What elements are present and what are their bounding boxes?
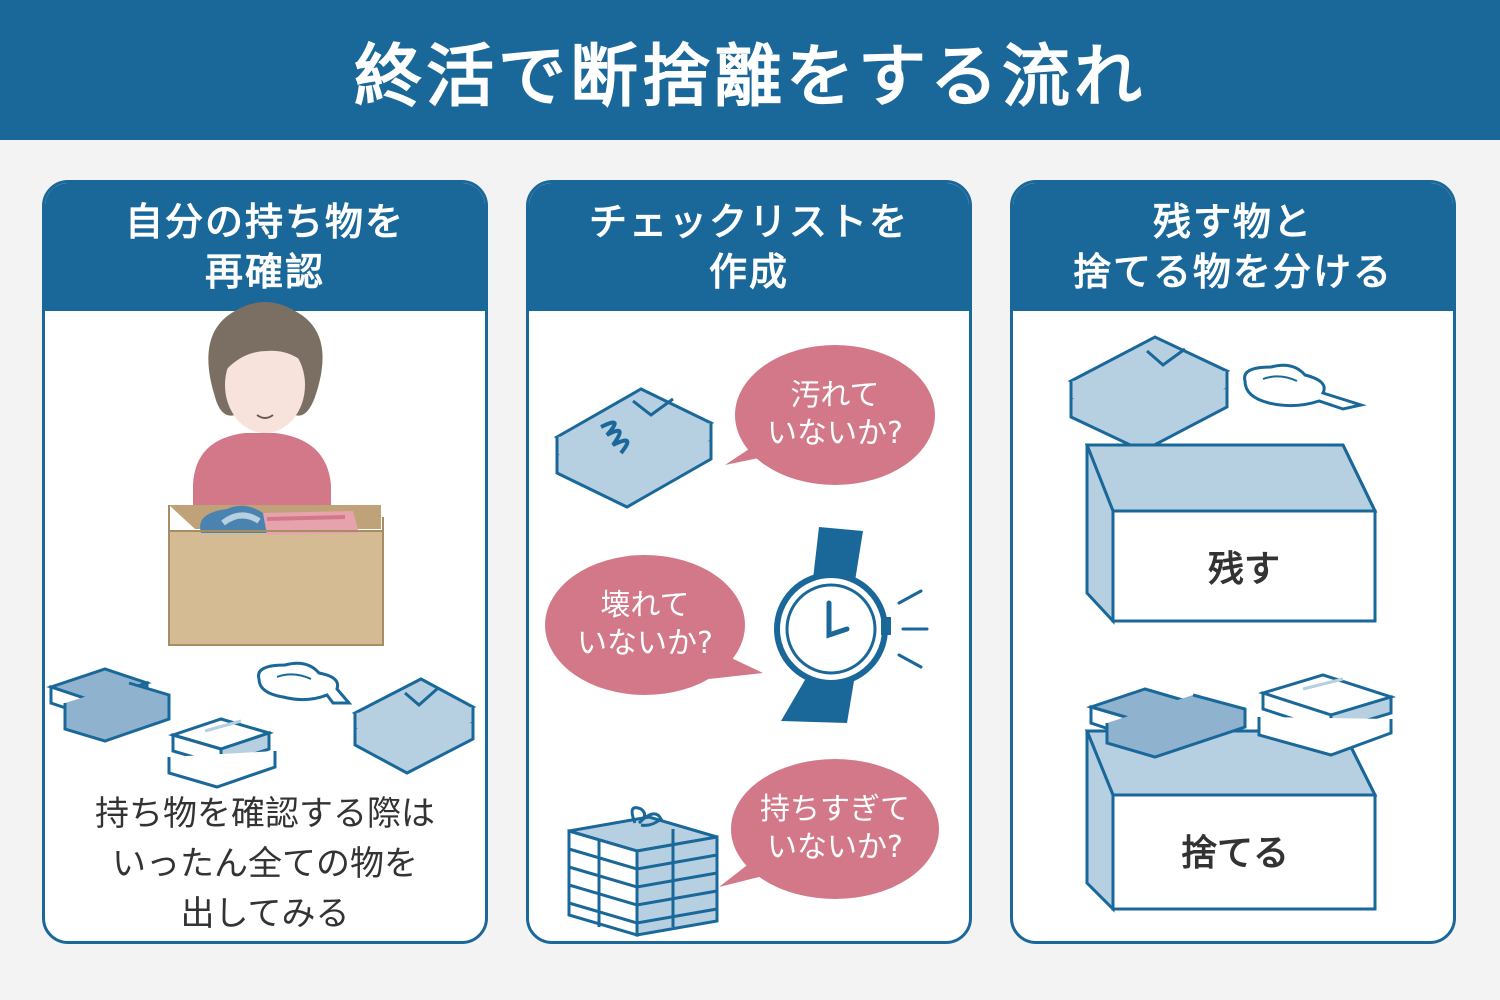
- stained-clothes-icon: [553, 387, 715, 509]
- checklist-illustration: 汚れて いないか? 壊れて いないか? 持ちすぎて いないか?: [545, 345, 939, 938]
- caption-line: 出してみる: [180, 894, 350, 934]
- bubble-text-line: 持ちすぎて: [760, 792, 910, 827]
- title-banner: 終活で断捨離をする流れ: [0, 0, 1500, 140]
- cardboard-box-icon: [168, 505, 384, 646]
- step-panel-checklist: チェックリストを 作成 汚れて いないか? 壊れて いないか?: [526, 180, 972, 944]
- bubble-text-line: いないか?: [767, 830, 903, 865]
- caption-line: いったん全ての物を: [112, 844, 418, 884]
- speech-bubble: 持ちすぎて いないか?: [719, 759, 939, 899]
- caption-line: 持ち物を確認する際は: [95, 794, 435, 834]
- step-panel-sort: 残す物と 捨てる物を分ける 残す: [1010, 180, 1456, 944]
- review-illustration: [46, 302, 477, 789]
- page-title: 終活で断捨離をする流れ: [353, 37, 1146, 117]
- tied-books-icon: [567, 806, 719, 938]
- keep-box-label: 残す: [1208, 549, 1280, 590]
- discard-box-label: 捨てる: [1181, 833, 1289, 874]
- speech-bubble: 汚れて いないか?: [725, 345, 935, 485]
- woman-icon: [193, 302, 331, 513]
- bubble-text-line: 壊れて: [600, 588, 689, 623]
- cloth-icon: [1243, 363, 1367, 411]
- step-heading-checklist: チェックリストを 作成: [529, 183, 969, 311]
- folded-clothes-icon: [1067, 335, 1231, 453]
- wristwatch-icon: [774, 527, 929, 723]
- step-heading-line: 作成: [708, 250, 789, 294]
- bubble-text-line: いないか?: [577, 626, 713, 661]
- discard-box-icon: 捨てる: [1084, 673, 1397, 913]
- step-heading-line: 再確認: [204, 250, 325, 294]
- step-heading-sort: 残す物と 捨てる物を分ける: [1013, 183, 1453, 311]
- folded-clothes-icon: [351, 677, 477, 775]
- step-panel-review: 自分の持ち物を 再確認: [42, 180, 488, 944]
- step-heading-line: チェックリストを: [588, 200, 909, 244]
- step-heading-line: 捨てる物を分ける: [1072, 250, 1393, 294]
- step-heading-line: 残す物と: [1152, 200, 1313, 244]
- cloth-icon: [257, 661, 353, 705]
- bubble-text-line: 汚れて: [790, 378, 879, 413]
- sort-illustration: 残す 捨てる: [1067, 335, 1397, 913]
- speech-bubble: 壊れて いないか?: [545, 555, 763, 695]
- step-heading-line: 自分の持ち物を: [124, 200, 405, 244]
- books-icon: [46, 667, 277, 789]
- bubble-text-line: いないか?: [767, 416, 903, 451]
- step-heading-review: 自分の持ち物を 再確認: [45, 183, 485, 311]
- step-caption-review: 持ち物を確認する際は いったん全ての物を 出してみる: [45, 789, 485, 939]
- keep-box-icon: 残す: [1084, 443, 1378, 625]
